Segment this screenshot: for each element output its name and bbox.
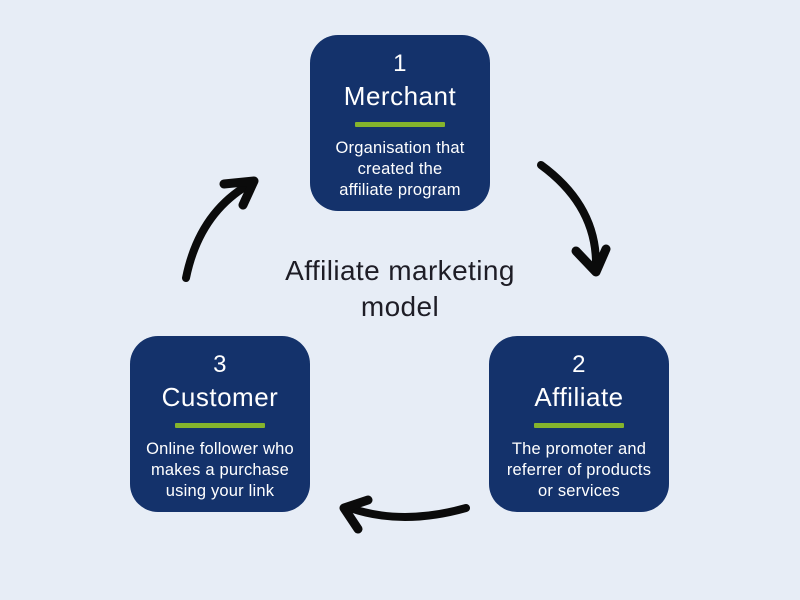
step-description: The promoter and referrer of products or… [506, 440, 652, 500]
step-name: Affiliate [534, 382, 624, 412]
curved-arrow-merchant-to-affiliate-icon [537, 161, 611, 277]
step-card-affiliate: 2 Affiliate The promoter and referrer of… [489, 336, 669, 512]
curved-arrow-affiliate-to-customer-icon [339, 495, 470, 534]
step-number: 1 [393, 50, 407, 77]
diagram-title: Affiliate marketing model [285, 255, 515, 322]
step-divider [534, 423, 624, 428]
step-card-merchant: 1 Merchant Organisation that created the… [310, 35, 490, 211]
step-number: 2 [572, 351, 586, 378]
curved-arrow-customer-to-merchant-icon [182, 176, 259, 282]
step-name: Customer [161, 382, 279, 412]
step-card-customer: 3 Customer Online follower who makes a p… [130, 336, 310, 512]
step-divider [175, 423, 265, 428]
step-description: Organisation that created the affiliate … [335, 139, 465, 199]
step-divider [355, 122, 445, 127]
step-description: Online follower who makes a purchase usi… [146, 440, 294, 500]
step-number: 3 [213, 351, 227, 378]
step-name: Merchant [343, 81, 457, 111]
